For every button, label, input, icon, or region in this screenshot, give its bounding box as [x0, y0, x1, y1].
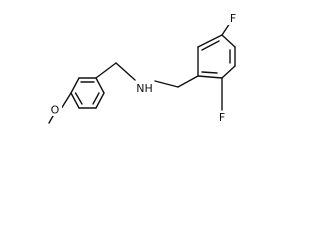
bond	[197, 75, 223, 79]
amine-atom-label: NH	[136, 82, 153, 95]
molecule-diagram: O NH F F	[48, 12, 238, 124]
bond	[95, 77, 105, 94]
label-mask	[228, 12, 238, 25]
methoxyphenyl-ring	[70, 77, 105, 109]
double-bond	[201, 40, 220, 51]
bond	[70, 92, 80, 109]
structure-canvas: O NH F F	[0, 0, 252, 146]
oxygen-atom-label: O	[51, 104, 60, 117]
bond-ch2-nitrogen	[115, 62, 136, 81]
double-bond	[92, 92, 100, 105]
label-mask	[49, 103, 62, 116]
difluorophenyl-ring	[197, 34, 236, 79]
label-mask	[134, 81, 155, 95]
double-bond	[201, 71, 218, 74]
bond-ring-oxygen	[60, 92, 72, 110]
bond	[70, 77, 80, 94]
bond	[197, 34, 223, 48]
bond-ring-ch2	[95, 62, 117, 79]
fluorine-top-atom-label: F	[230, 12, 236, 25]
label-mask	[217, 111, 227, 124]
bond	[221, 65, 236, 79]
bond	[221, 34, 236, 48]
bond-nitrogen-ch2	[154, 80, 179, 88]
double-bond	[74, 92, 83, 105]
bond-ch2-ring	[177, 75, 199, 88]
bond	[95, 92, 105, 109]
fluorine-bottom-atom-label: F	[219, 111, 225, 124]
